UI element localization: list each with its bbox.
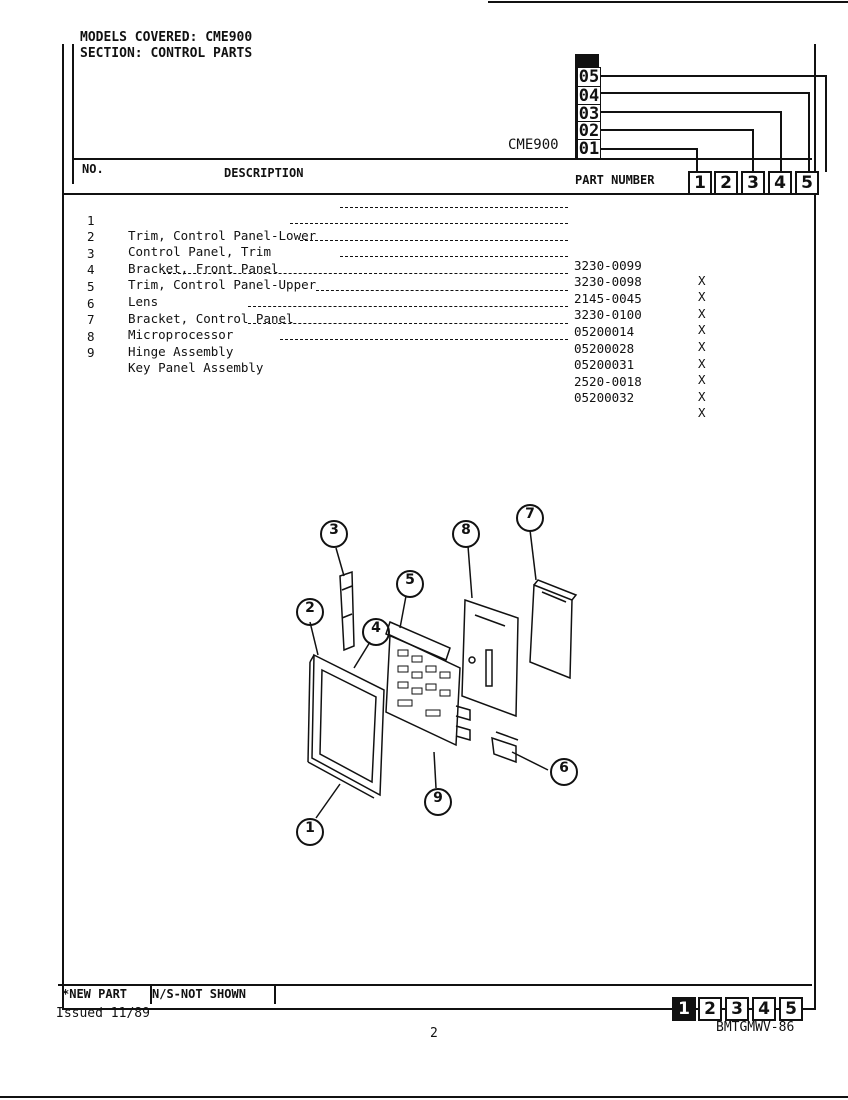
row-mark: X xyxy=(698,339,706,354)
key-panel xyxy=(385,633,461,747)
row-description: Hinge Assembly xyxy=(128,344,234,359)
row-no: 7 xyxy=(87,312,95,327)
leader-dots xyxy=(340,255,568,257)
row-description: Microprocessor xyxy=(128,327,234,342)
row-mark: X xyxy=(698,289,706,304)
table-row: 4 Trim, Control Panel-Upper 3230-0100 X xyxy=(0,247,848,337)
leader-dots xyxy=(248,322,568,324)
callout-3: 3 xyxy=(320,520,348,548)
table-row: 5 Lens 05200014 X xyxy=(0,264,848,354)
table-row: 9 Key Panel Assembly 05200032 X xyxy=(0,330,848,420)
leader-dots xyxy=(280,338,568,340)
page-frame xyxy=(62,44,816,1010)
table-row: 1 Trim, Control Panel-Lower 3230-0099 X xyxy=(0,198,848,288)
col-description-header: DESCRIPTION xyxy=(224,166,304,180)
row-no: 8 xyxy=(87,329,95,344)
table-row: 7 Microprocessor 05200031 X xyxy=(0,297,848,387)
row-part-number: 2520-0018 xyxy=(574,374,642,389)
row-no: 2 xyxy=(87,229,95,244)
row-part-number: 05200028 xyxy=(574,341,635,356)
callout-2: 2 xyxy=(296,598,324,626)
section-title: SECTION: CONTROL PARTS xyxy=(80,46,253,61)
table-row: 6 Bracket, Control Panel 05200028 X xyxy=(0,281,848,371)
row-description: Trim, Control Panel-Lower xyxy=(128,228,317,243)
models-covered: MODELS COVERED: CME900 xyxy=(80,30,253,45)
leader-dots xyxy=(290,222,568,224)
row-mark: X xyxy=(698,273,706,288)
microprocessor xyxy=(529,583,573,680)
row-description: Control Panel, Trim xyxy=(128,244,271,259)
table-row: 8 Hinge Assembly 2520-0018 X xyxy=(0,314,848,404)
trim-frame-inner xyxy=(319,668,377,784)
column-1-box: 1 xyxy=(688,171,712,195)
callout-5: 5 xyxy=(396,570,424,598)
bottom-rule xyxy=(0,1096,848,1098)
header-rule-top xyxy=(72,158,812,160)
footer-column-5: 5 xyxy=(779,997,803,1021)
leader-dots xyxy=(163,272,568,274)
row-mark: X xyxy=(698,322,706,337)
document-code: BMTGMWV-86 xyxy=(716,1020,795,1035)
issued-date: Issued 11/89 xyxy=(56,1006,150,1021)
footer-column-2: 2 xyxy=(698,997,722,1021)
row-part-number: 3230-0100 xyxy=(574,307,642,322)
table-row: 3 Bracket, Front Panel 2145-0045 X xyxy=(0,231,848,321)
row-mark: X xyxy=(698,372,706,387)
callout-6: 6 xyxy=(550,758,578,786)
front-panel-bracket xyxy=(339,570,355,652)
col-part-number-header: PART NUMBER xyxy=(575,173,655,187)
footer-column-4: 4 xyxy=(752,997,776,1021)
row-mark: X xyxy=(698,389,706,404)
model-code-03: 03 xyxy=(577,104,601,124)
row-part-number: 05200031 xyxy=(574,357,635,372)
exploded-parts-diagram xyxy=(307,570,578,799)
control-panel-bracket xyxy=(491,736,517,764)
row-mark: X xyxy=(698,356,706,371)
leader-dots xyxy=(248,305,568,307)
trim-frame-outer xyxy=(311,653,385,797)
row-mark: X xyxy=(698,306,706,321)
row-part-number: 3230-0099 xyxy=(574,258,642,273)
hinge-assembly xyxy=(461,598,519,718)
new-part-legend: *NEW PART xyxy=(58,984,152,1004)
callout-9: 9 xyxy=(424,788,452,816)
row-description: Lens xyxy=(128,294,159,309)
leader-dots xyxy=(300,239,568,241)
row-no: 1 xyxy=(87,213,95,228)
row-mark: X xyxy=(698,405,706,420)
footer-column-1: 1 xyxy=(672,997,696,1021)
callout-4: 4 xyxy=(362,618,390,646)
row-part-number: 05200014 xyxy=(574,324,635,339)
model-name: CME900 xyxy=(508,137,559,153)
row-no: 3 xyxy=(87,246,95,261)
inner-left-rule xyxy=(72,44,74,184)
row-no: 9 xyxy=(87,345,95,360)
row-no: 5 xyxy=(87,279,95,294)
table-row: 2 Control Panel, Trim 3230-0098 X xyxy=(0,214,848,304)
callout-8: 8 xyxy=(452,520,480,548)
row-part-number: 2145-0045 xyxy=(574,291,642,306)
row-no: 4 xyxy=(87,262,95,277)
row-description: Bracket, Control Panel xyxy=(128,311,294,326)
leader-dots xyxy=(316,289,568,291)
column-5-box: 5 xyxy=(795,171,819,195)
row-part-number: 3230-0098 xyxy=(574,274,642,289)
leader-dots xyxy=(340,206,568,208)
row-description: Trim, Control Panel-Upper xyxy=(128,277,317,292)
footer-column-3: 3 xyxy=(725,997,749,1021)
top-rule xyxy=(488,1,848,3)
row-description: Key Panel Assembly xyxy=(128,360,264,375)
row-no: 6 xyxy=(87,296,95,311)
model-code-04: 04 xyxy=(577,86,601,106)
header-rule-bottom xyxy=(62,193,812,195)
callout-7: 7 xyxy=(516,504,544,532)
footer-rule xyxy=(58,984,812,986)
page-number: 2 xyxy=(430,1026,438,1041)
row-description: Bracket, Front Panel xyxy=(128,261,279,276)
callout-1: 1 xyxy=(296,818,324,846)
row-part-number: 05200032 xyxy=(574,390,635,405)
col-no-header: NO. xyxy=(82,162,104,176)
not-shown-legend: N/S-NOT SHOWN xyxy=(150,984,276,1004)
